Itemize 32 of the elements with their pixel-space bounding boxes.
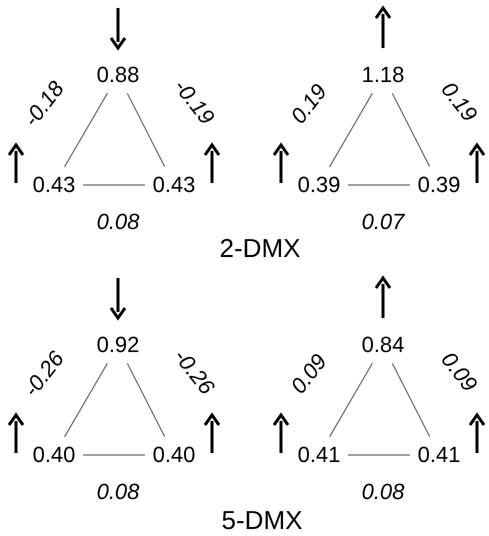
- edge-label: 0.08: [96, 481, 140, 503]
- value-label: 0.84: [362, 334, 404, 356]
- value-label: 0.41: [418, 444, 460, 466]
- value-label: 0.43: [32, 174, 76, 196]
- edge-label: 0.08: [96, 211, 140, 233]
- connector-line: [126, 362, 166, 438]
- connector-line: [392, 362, 430, 438]
- connector-line: [348, 454, 410, 456]
- connector-line: [64, 362, 108, 438]
- value-label: 0.39: [418, 174, 460, 196]
- group-title: 5-DMX: [222, 507, 302, 533]
- connector-line: [348, 184, 410, 186]
- value-label: 0.43: [152, 174, 196, 196]
- connector-line: [82, 184, 146, 186]
- connector-line: [329, 92, 373, 168]
- connector-line: [82, 454, 146, 456]
- connector-line: [64, 92, 108, 168]
- value-label: 0.92: [96, 334, 140, 356]
- value-label: 0.40: [152, 444, 196, 466]
- connector-line: [329, 362, 373, 438]
- group-title: 2-DMX: [220, 235, 300, 261]
- edge-label: 0.08: [362, 481, 404, 503]
- connector-line: [392, 92, 430, 168]
- value-label: 0.40: [32, 444, 76, 466]
- connector-line: [126, 92, 166, 168]
- edge-label: 0.07: [362, 211, 404, 233]
- edge-label: 0.19: [437, 78, 481, 126]
- value-label: 0.41: [298, 444, 340, 466]
- value-label: 0.88: [96, 64, 140, 86]
- value-label: 0.39: [298, 174, 340, 196]
- edge-label: 0.09: [437, 348, 481, 396]
- value-label: 1.18: [362, 64, 404, 86]
